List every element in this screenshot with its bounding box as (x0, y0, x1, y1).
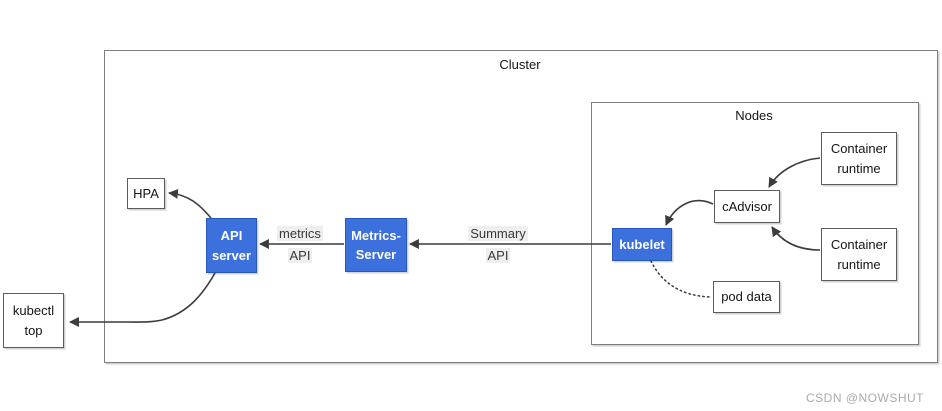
edge-label-summary-api: Summary API (458, 226, 538, 263)
node-kubectl-top-line2: top (24, 322, 43, 338)
edge-label-metrics-api: metrics API (260, 226, 340, 263)
node-container-runtime-bottom-line2: runtime (837, 256, 881, 272)
node-container-runtime-top-line1: Container (830, 141, 888, 156)
node-kubectl-top: kubectl top (3, 293, 64, 348)
nodes-frame (591, 102, 919, 345)
node-container-runtime-bottom-line1: Container (830, 237, 888, 252)
node-cadvisor-label: cAdvisor (722, 198, 772, 214)
node-hpa-label: HPA (133, 185, 159, 201)
node-metrics-server-label-line1: Metrics- (351, 227, 401, 243)
node-pod-data-label: pod data (721, 289, 772, 305)
node-kubelet-label: kubelet (619, 236, 665, 252)
csdn-watermark: CSDN @NOWSHUT (805, 391, 924, 405)
node-cadvisor: cAdvisor (714, 190, 780, 223)
node-kubectl-top-line1: kubectl (12, 303, 55, 318)
node-metrics-server: Metrics- Server (345, 218, 407, 272)
node-hpa: HPA (127, 178, 165, 209)
node-kubelet: kubelet (612, 228, 672, 261)
node-metrics-server-label-line2: Server (355, 247, 397, 262)
node-container-runtime-top: Container runtime (821, 132, 897, 185)
node-pod-data: pod data (713, 281, 780, 313)
node-api-server-label-line1: API (220, 228, 243, 243)
node-container-runtime-bottom: Container runtime (821, 228, 897, 281)
node-container-runtime-top-line2: runtime (837, 160, 881, 176)
edge-label-summary-api-line1: Summary (468, 226, 528, 241)
cluster-frame (104, 50, 938, 363)
node-api-server-label-line2: server (211, 247, 252, 263)
nodes-title: Nodes (735, 108, 773, 123)
edge-label-summary-api-line2: API (485, 248, 511, 263)
edge-label-metrics-api-line1: metrics (277, 226, 323, 241)
cluster-title: Cluster (499, 57, 541, 72)
node-api-server: API server (206, 218, 257, 273)
edge-label-metrics-api-line2: API (287, 248, 313, 263)
